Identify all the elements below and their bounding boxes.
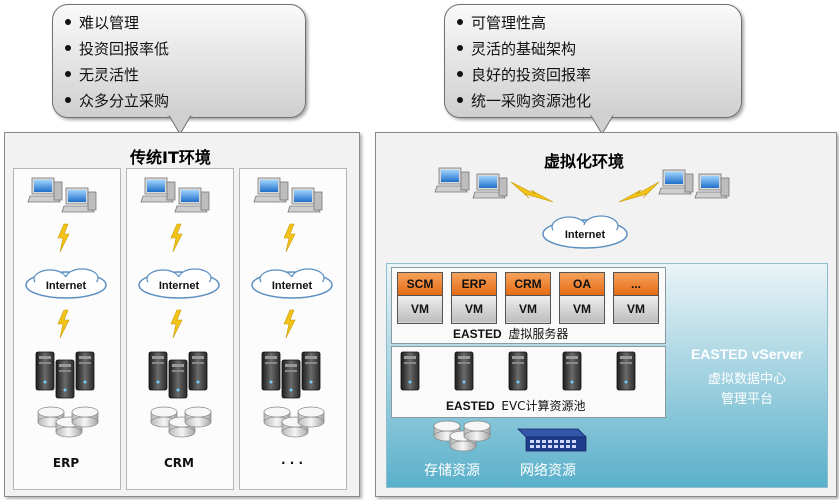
- traditional-it-title: 传统IT环境: [130, 148, 211, 167]
- left-callout-tail: [167, 114, 193, 135]
- server-icon: [400, 351, 420, 391]
- lightning-link-icon: [510, 181, 554, 203]
- internet-cloud-label: Internet: [46, 280, 87, 292]
- vm-oa: OA VM: [559, 272, 605, 324]
- right-callout-item: 良好的投资回报率: [457, 62, 741, 88]
- vm-more: ... VM: [613, 272, 659, 324]
- desktop-computer-icon: [61, 187, 97, 213]
- desktop-computer-icon: [174, 187, 210, 213]
- right-callout-item: 灵活的基础架构: [457, 36, 741, 62]
- server-icon: [55, 359, 75, 399]
- right-callout-item: 统一采购资源池化: [457, 88, 741, 114]
- traditional-columns-icons: Internet Internet Internet: [25, 177, 333, 438]
- vserver-subtitle-line1: 虚拟数据中心: [707, 372, 786, 387]
- server-icon: [508, 351, 528, 391]
- server-icon: [148, 351, 168, 391]
- lightning-link-icon: [283, 223, 296, 253]
- internet-cloud-icon: [25, 268, 107, 299]
- vm-app-label: ERP: [452, 273, 496, 296]
- lightning-link-icon: [170, 309, 183, 339]
- virtualization-title: 虚拟化环境: [544, 152, 625, 171]
- server-icon: [168, 359, 188, 399]
- desktop-computer-icon: [658, 169, 694, 195]
- server-icon: [35, 351, 55, 391]
- server-icon: [301, 351, 321, 391]
- vm-app-label: CRM: [506, 273, 550, 296]
- desktop-computer-icon: [694, 173, 730, 199]
- left-callout-item: 难以管理: [65, 10, 305, 36]
- internet-cloud-label: Internet: [565, 229, 606, 241]
- vm-app-label: ...: [614, 273, 658, 296]
- server-icon: [616, 351, 636, 391]
- internet-cloud-icon: [138, 268, 220, 299]
- vserver-title: EASTED vServer: [690, 346, 804, 362]
- internet-cloud-icon: [542, 215, 628, 249]
- virtual-server-label: EASTED 虚拟服务器: [453, 327, 569, 341]
- database-icon: [184, 406, 212, 428]
- vm-label: VM: [560, 296, 604, 322]
- right-callout: 可管理性高 灵活的基础架构 良好的投资回报率 统一采购资源池化: [444, 4, 742, 118]
- internet-cloud-label: Internet: [159, 280, 200, 292]
- desktop-computer-icon: [434, 167, 470, 193]
- internet-cloud-label: Internet: [272, 280, 313, 292]
- vm-crm: CRM VM: [505, 272, 551, 324]
- lightning-link-icon: [57, 309, 70, 339]
- vm-app-label: SCM: [398, 273, 442, 296]
- right-callout-tail: [589, 114, 615, 135]
- server-icon: [261, 351, 281, 391]
- left-callout: 难以管理 投资回报率低 无灵活性 众多分立采购: [52, 4, 306, 118]
- column-label-erp: ERP: [52, 456, 80, 470]
- vm-label: VM: [506, 296, 550, 322]
- desktop-computer-icon: [27, 177, 63, 203]
- vm-label: VM: [452, 296, 496, 322]
- database-icon: [297, 406, 325, 428]
- network-switch-icon: [517, 428, 587, 452]
- vm-label: VM: [614, 296, 658, 322]
- network-resource-label: 网络资源: [520, 463, 576, 479]
- traditional-column-more: [239, 168, 347, 490]
- server-icon: [562, 351, 582, 391]
- compute-pool-label: EASTED EVC计算资源池: [446, 399, 586, 413]
- desktop-computer-icon: [472, 173, 508, 199]
- internet-cloud-icon: [251, 268, 333, 299]
- server-icon: [281, 359, 301, 399]
- desktop-computer-icon: [287, 187, 323, 213]
- server-icon: [75, 351, 95, 391]
- left-callout-item: 投资回报率低: [65, 36, 305, 62]
- storage-resource-label: 存储资源: [424, 463, 480, 479]
- server-icon: [188, 351, 208, 391]
- lightning-link-icon: [57, 223, 70, 253]
- vm-erp: ERP VM: [451, 272, 497, 324]
- left-callout-item: 无灵活性: [65, 62, 305, 88]
- desktop-computer-icon: [253, 177, 289, 203]
- left-callout-item: 众多分立采购: [65, 88, 305, 114]
- lightning-link-icon: [283, 309, 296, 339]
- vm-app-label: OA: [560, 273, 604, 296]
- vm-label: VM: [398, 296, 442, 322]
- lightning-link-icon: [170, 223, 183, 253]
- vserver-subtitle-line2: 管理平台: [720, 392, 773, 407]
- desktop-computer-icon: [140, 177, 176, 203]
- lightning-link-icon: [618, 181, 660, 203]
- right-callout-item: 可管理性高: [457, 10, 741, 36]
- vm-scm: SCM VM: [397, 272, 443, 324]
- storage-icon: [433, 420, 491, 452]
- server-icon: [454, 351, 474, 391]
- database-icon: [71, 406, 99, 428]
- column-label-more: . . .: [280, 453, 304, 467]
- resource-icons: [433, 420, 587, 452]
- virtualization-network-icons: Internet: [434, 167, 730, 249]
- column-label-crm: CRM: [164, 456, 194, 470]
